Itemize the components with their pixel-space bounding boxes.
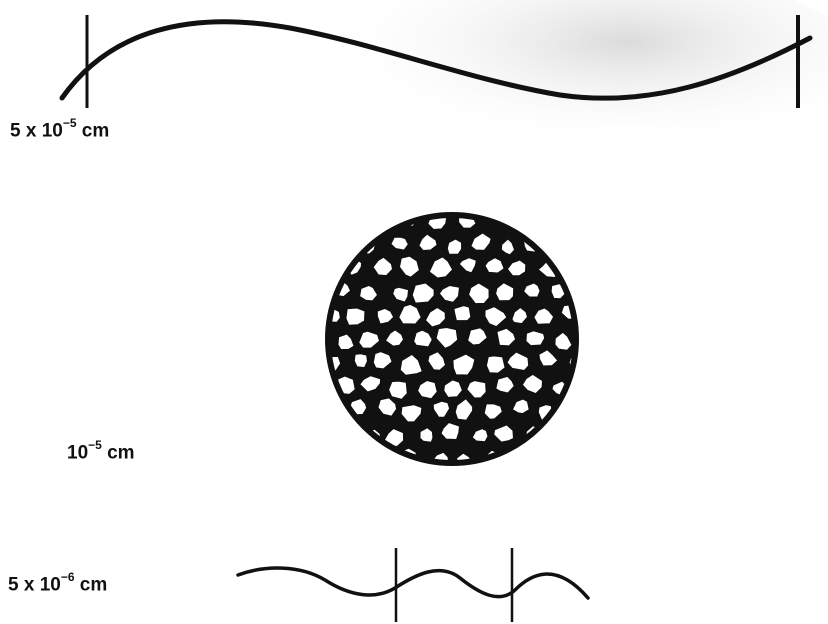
droplet-label-unit: cm <box>102 442 135 463</box>
long-wave-label-unit: cm <box>77 120 110 141</box>
droplet-cell <box>346 308 365 325</box>
short-wave-group <box>238 548 588 622</box>
droplet-label-exp: −5 <box>88 438 102 452</box>
droplet-cell <box>454 306 471 321</box>
short-wave <box>238 568 588 598</box>
droplet-cell <box>354 354 367 368</box>
droplet-label-base: 10 <box>67 442 88 463</box>
long-wave-scale-label: 5 x 10−5 cm <box>10 118 109 142</box>
short-wave-label-exp: −6 <box>61 570 75 584</box>
droplet-group <box>323 210 583 469</box>
droplet-scale-label: 10−5 cm <box>67 440 135 464</box>
short-wave-scale-label: 5 x 10−6 cm <box>8 572 107 596</box>
short-wave-label-base: 5 x 10 <box>8 574 61 595</box>
droplet-cell <box>526 331 545 346</box>
long-wave-label-exp: −5 <box>63 116 77 130</box>
background-shading <box>340 0 828 150</box>
long-wave-label-base: 5 x 10 <box>10 120 63 141</box>
droplet-cell <box>389 381 408 399</box>
droplet-cells <box>323 210 583 469</box>
short-wave-label-unit: cm <box>75 574 108 595</box>
